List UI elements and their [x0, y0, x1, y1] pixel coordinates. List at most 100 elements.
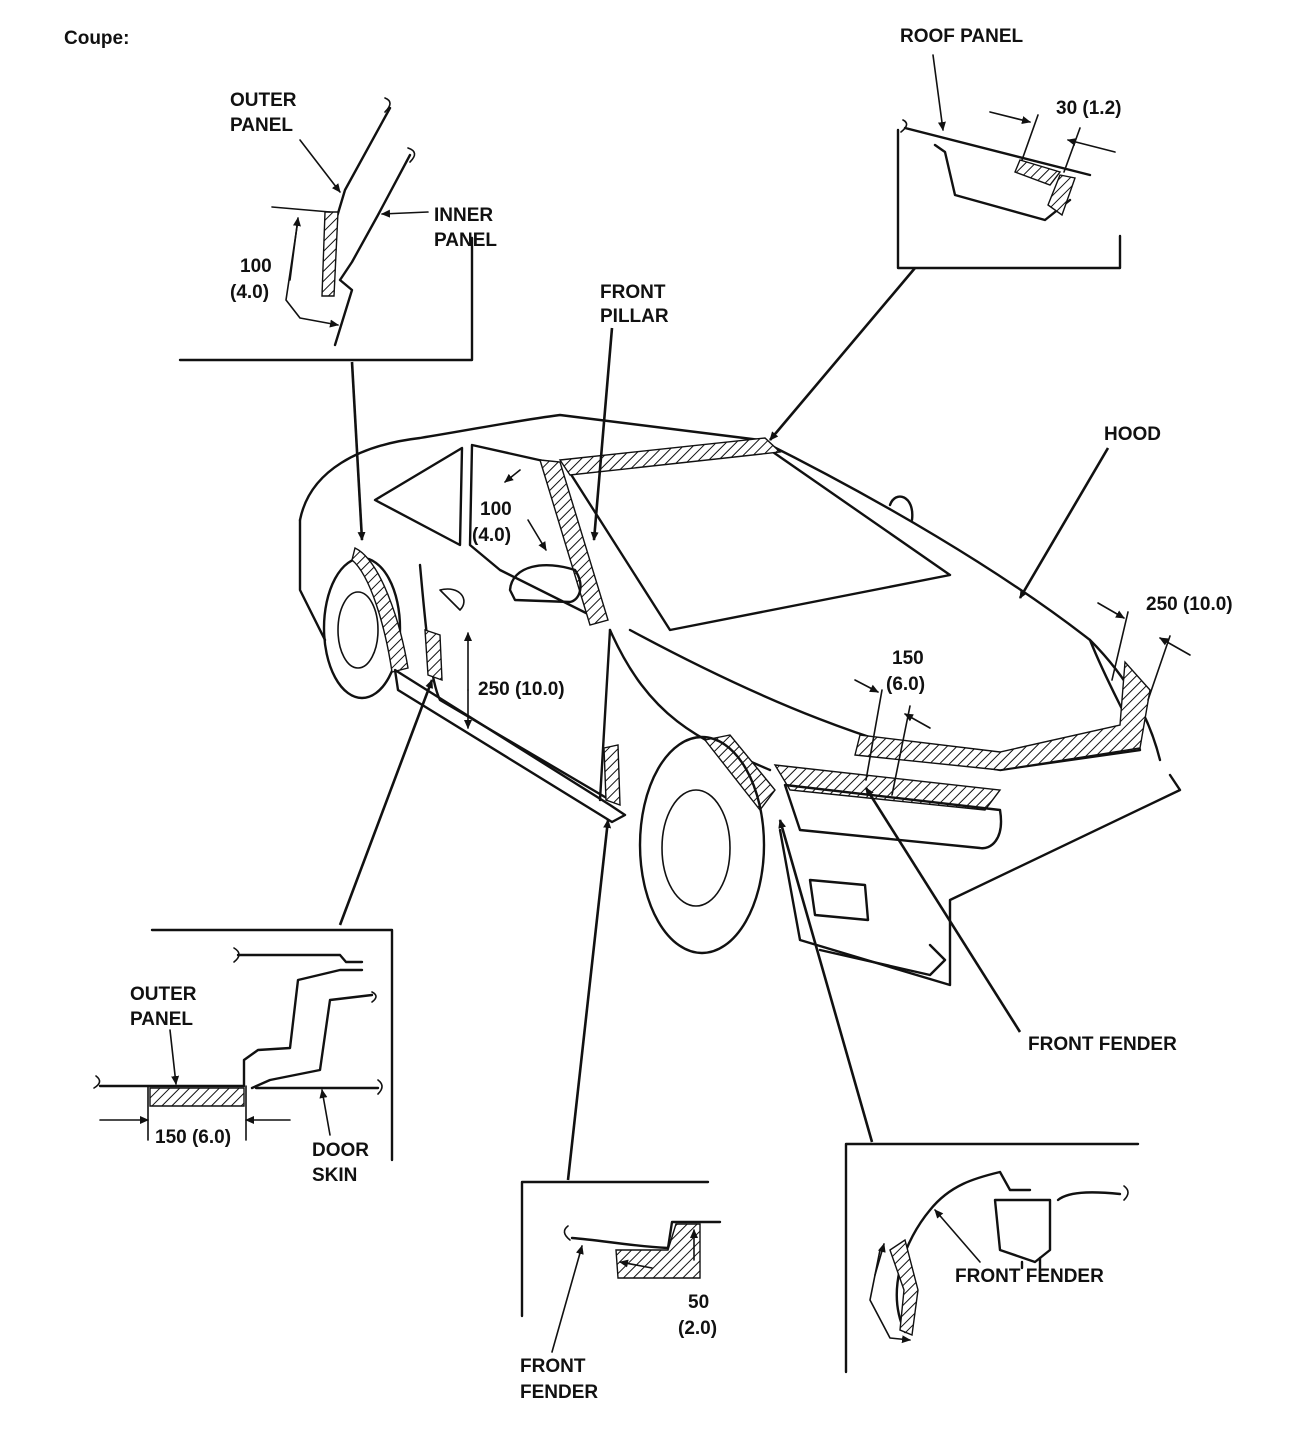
sill-top-line-1 [236, 953, 364, 964]
rocker-sill [393, 668, 627, 824]
door-rear-edge [598, 628, 612, 802]
hood-side-dim-ext-2 [1147, 635, 1171, 701]
wheel-arch-fender-line [895, 1170, 1032, 1334]
front-fender-line [608, 628, 772, 772]
roof-dim-arrow-right [1067, 138, 1116, 153]
front-fender-bottom-label-2: FENDER [520, 1382, 598, 1403]
sill-dim-label: 150 (6.0) [155, 1127, 231, 1148]
door-dim-label: 250 (10.0) [478, 679, 565, 700]
roof-break-mark [900, 119, 908, 133]
door-handle [439, 588, 465, 611]
roof-inner-line [933, 143, 1072, 222]
inner-panel-label-1: INNER [434, 205, 493, 226]
pillar-break-mark-2 [407, 147, 416, 163]
headlight [783, 783, 1003, 850]
roof-edge-hatch [1047, 174, 1076, 217]
fender-edge-detail: 50 (2.0) FRONT FENDER [520, 1180, 722, 1403]
outer-panel-top-label-2: PANEL [230, 115, 293, 136]
roof-panel-detail: ROOF PANEL 30 (1.2) [896, 26, 1121, 270]
hood-front-dim-label-2: (6.0) [886, 674, 925, 695]
fender-break-mark [563, 1225, 571, 1241]
hood-leader [1018, 447, 1110, 599]
inner-panel-leader [381, 209, 429, 218]
fender-dim-label-1: 50 [688, 1292, 709, 1313]
front-fender-bottom-label-1: FRONT [520, 1356, 586, 1377]
front-fender-rear-hatch [603, 744, 621, 807]
pillar-callout-line [350, 361, 366, 541]
sill-break-mark-3 [93, 1075, 101, 1089]
door-skin-label-1: DOOR [312, 1140, 369, 1161]
hood-front-dim-ext-1 [865, 689, 883, 781]
wheel-arch-inner-panel [993, 1198, 1052, 1264]
front-fender-wheel-leader [934, 1209, 981, 1263]
fog-light [808, 878, 870, 922]
roof-panel-label: ROOF PANEL [900, 26, 1024, 47]
car-dimensions: 100 (4.0) 250 (10.0) 250 (10.0) 150 (6.0… [464, 469, 1233, 796]
front-fender-right-label: FRONT FENDER [1028, 1034, 1177, 1055]
pillar-dim-label-2: (4.0) [230, 282, 269, 303]
wheel-arch-hatch [889, 1238, 919, 1336]
inner-panel-label-2: PANEL [434, 230, 497, 251]
roof-dim-ext-right [1063, 127, 1081, 173]
front-pillar-leader [590, 327, 614, 541]
wheel-arch-inner-tabs [1020, 1256, 1042, 1270]
rear-wheel-hub [337, 591, 379, 669]
sill-top-line-2 [242, 968, 364, 1087]
windshield-top-hatch [558, 437, 782, 476]
pillar-dim-label-1: 100 [240, 256, 272, 277]
lower-spoiler [818, 943, 947, 977]
hood-label: HOOD [1104, 424, 1161, 445]
side-mirror [508, 563, 582, 604]
roof-dim-ext-left [1021, 114, 1039, 161]
pillar-hatch [321, 211, 339, 297]
headlight-hatch [773, 764, 1002, 811]
rear-side-window [373, 446, 464, 547]
fender-edge-hatch [615, 1223, 701, 1279]
roof-outer-line [903, 126, 1092, 177]
wheel-arch-frame [844, 1142, 1140, 1374]
hood-front-dim-arrow-left [854, 679, 879, 693]
fender-dim-label-2: (2.0) [678, 1318, 717, 1339]
rear-quarter-hatch [351, 546, 409, 673]
front-bumper [778, 773, 1182, 987]
roof-hatch [1014, 159, 1062, 186]
hood-side-dim-arrow-left [1097, 602, 1125, 619]
front-wheel-hub [661, 789, 731, 907]
door-hatch [424, 629, 443, 682]
door-skin-label-2: SKIN [312, 1165, 357, 1186]
car-pillar-dim-label-2: (4.0) [472, 525, 511, 546]
outer-panel-left-label-2: PANEL [130, 1009, 193, 1030]
front-fender-right-leader [864, 787, 1022, 1033]
roof-dim-label: 30 (1.2) [1056, 98, 1121, 119]
pillar-break-mark-1 [384, 97, 391, 113]
front-pillar-label-1: FRONT [600, 282, 666, 303]
front-fender-hatch [703, 734, 776, 812]
wheel-arch-upper-line [1056, 1191, 1122, 1202]
outer-panel-left-label-1: OUTER [130, 984, 197, 1005]
passenger-mirror [888, 495, 914, 522]
sill-detail-frame [150, 928, 394, 1162]
roof-dim-arrow-left [989, 111, 1031, 124]
front-pillar-label-2: PILLAR [600, 306, 669, 327]
outer-panel-left-leader [169, 1029, 180, 1085]
pillar-outer-line [326, 106, 392, 292]
car-body [298, 413, 1182, 987]
hood-side-dim-arrow-right [1159, 637, 1191, 656]
front-wheel [638, 735, 766, 955]
car-rear [298, 518, 327, 642]
fender-detail-frame [520, 1180, 710, 1318]
hood-side-dim-ext-1 [1111, 611, 1129, 681]
pillar-dim-arrow-top [289, 217, 301, 281]
car-pillar-dim-arrow-2 [527, 519, 547, 551]
outer-panel-top-label-1: OUTER [230, 90, 297, 111]
door-skin-leader [319, 1089, 331, 1136]
pillar-inner-line [333, 153, 412, 347]
front-side-window [468, 443, 602, 622]
hood-side-dim-label: 250 (10.0) [1146, 594, 1233, 615]
sill-callout-line [338, 679, 434, 926]
windshield [563, 448, 952, 632]
wheel-arch-detail: FRONT FENDER [844, 1142, 1140, 1374]
front-fender-wheel-label: FRONT FENDER [955, 1266, 1104, 1287]
pillar-detail-frame [178, 236, 474, 362]
